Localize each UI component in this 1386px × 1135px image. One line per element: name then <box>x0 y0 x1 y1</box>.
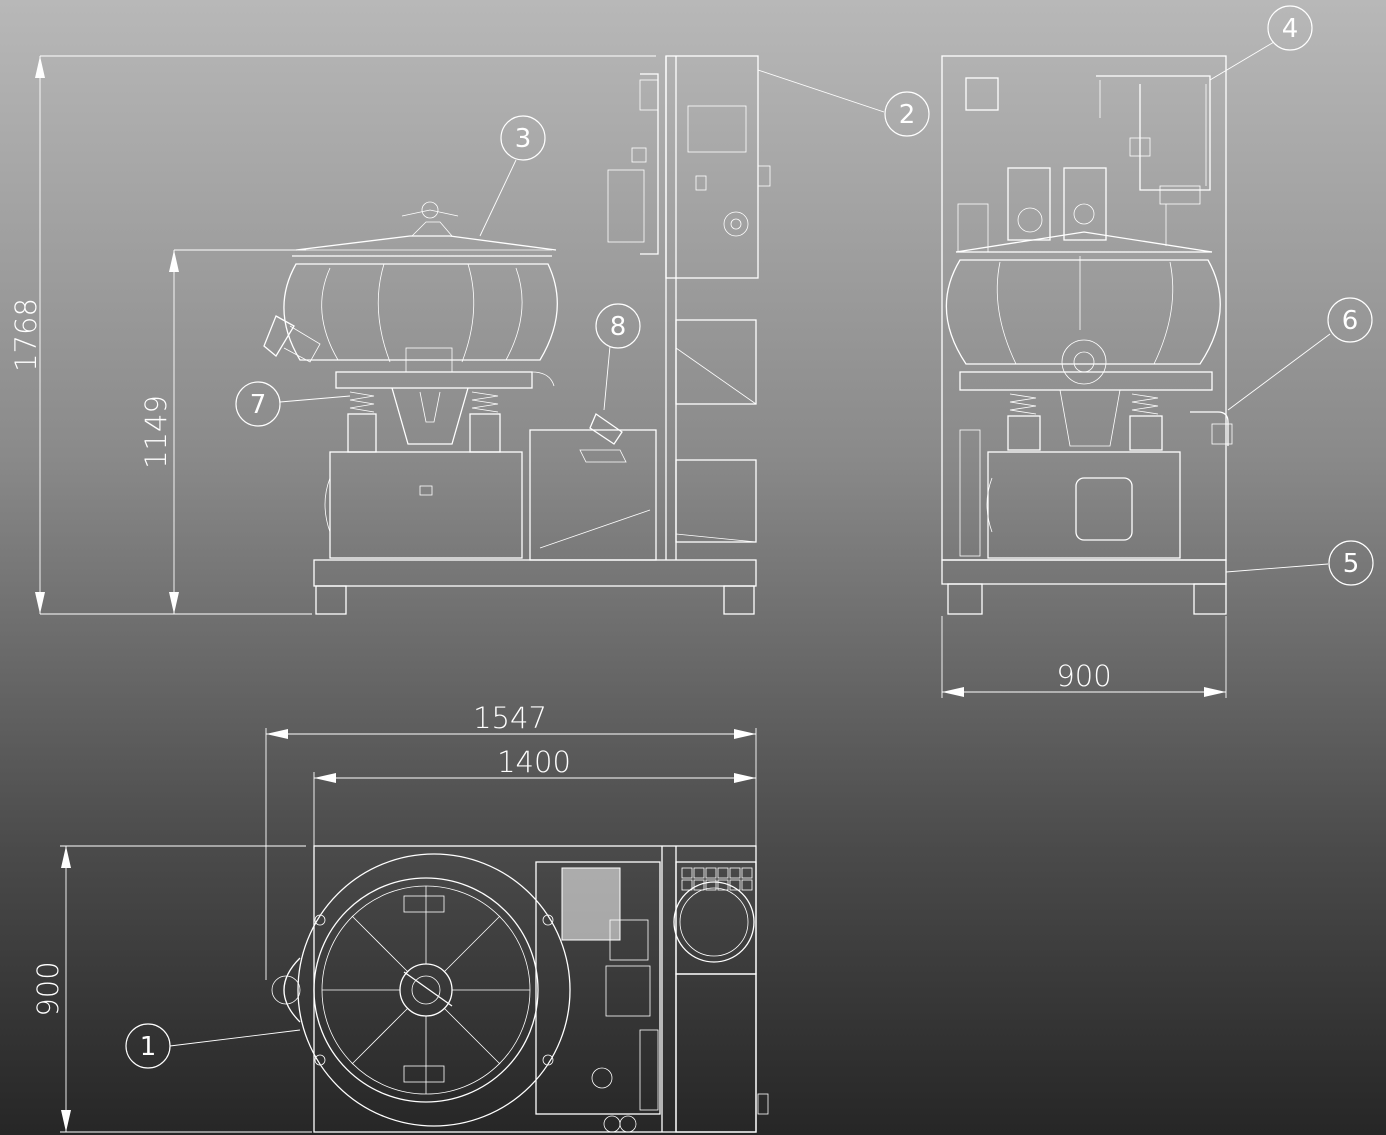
dimension-total-length: 1547 <box>473 701 547 735</box>
end-elevation-view <box>941 55 1233 615</box>
balloon-3: 3 <box>500 115 546 161</box>
balloon-1-label: 1 <box>140 1032 157 1062</box>
dimension-overall-height: 1768 <box>9 298 43 372</box>
dimension-lines <box>35 55 1227 1133</box>
balloon-2: 2 <box>884 91 930 137</box>
balloon-1: 1 <box>125 1023 171 1069</box>
balloon-4-label: 4 <box>1282 14 1299 44</box>
plan-view <box>271 845 769 1133</box>
dimension-vessel-height: 1149 <box>139 395 173 469</box>
dimension-plan-depth: 900 <box>31 961 65 1016</box>
balloon-3-label: 3 <box>515 124 532 154</box>
balloon-leaders <box>169 41 1331 1047</box>
balloon-8: 8 <box>595 303 641 349</box>
balloon-4: 4 <box>1267 5 1313 51</box>
balloon-5-label: 5 <box>1343 549 1360 579</box>
balloon-6: 6 <box>1327 297 1373 343</box>
balloon-5: 5 <box>1328 540 1374 586</box>
front-elevation-view <box>263 55 771 615</box>
dimension-base-length: 1400 <box>497 745 571 779</box>
balloon-7-label: 7 <box>250 390 267 420</box>
balloon-2-label: 2 <box>899 100 916 130</box>
balloon-8-label: 8 <box>610 312 627 342</box>
balloon-7: 7 <box>235 381 281 427</box>
dimension-side-width: 900 <box>1056 659 1111 693</box>
balloon-6-label: 6 <box>1342 306 1359 336</box>
